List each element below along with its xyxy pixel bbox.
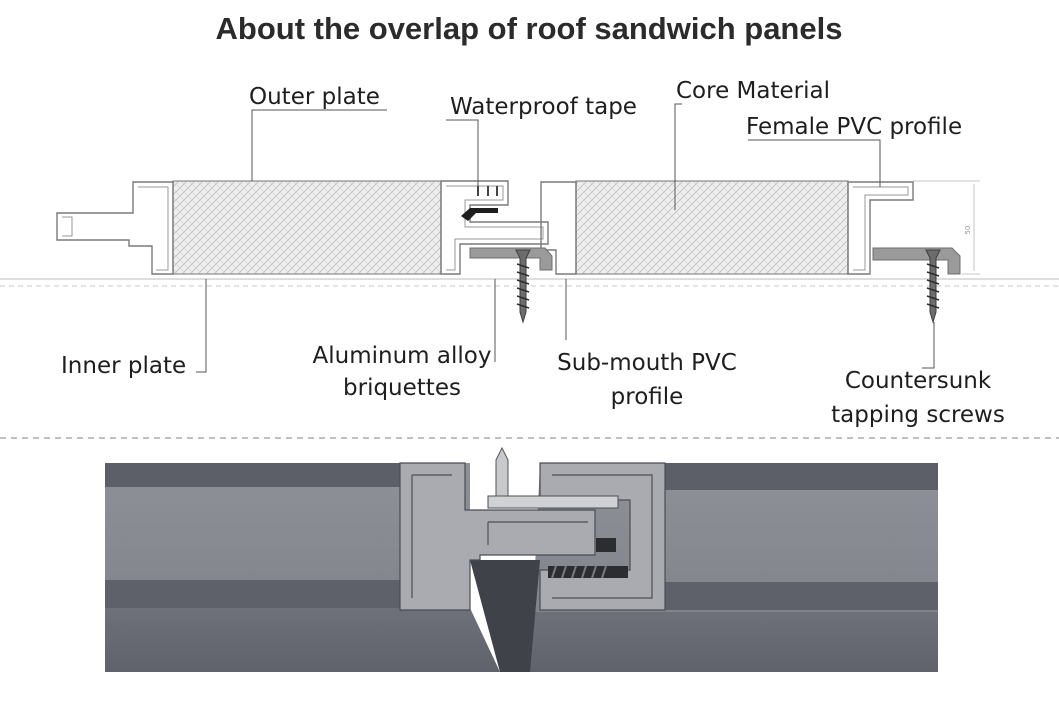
render-screw (495, 446, 509, 497)
leader-countersunk (922, 322, 935, 369)
right-edge-male-profile (440, 180, 549, 275)
render-male-profile-grooves (411, 474, 588, 598)
leader-core-material (674, 103, 682, 210)
render-gap (470, 560, 540, 672)
left-male-pvc-profile (56, 181, 174, 275)
label-inner-plate: Inner plate (61, 353, 186, 379)
diagram-title: About the overlap of roof sandwich panel… (216, 11, 843, 46)
label-aluminum-alloy-line2: briquettes (343, 375, 461, 401)
aluminum-alloy-briquette-right (872, 247, 961, 275)
cross-section-drawing: 50 (0, 103, 1059, 373)
label-countersunk-line2: tapping screws (831, 402, 1005, 428)
render-waterproof-tape (548, 538, 628, 579)
label-core-material: Core Material (676, 78, 830, 104)
leader-inner-plate (196, 279, 207, 373)
right-panel-section: 50 (469, 180, 980, 324)
dimension-value: 50 (964, 226, 972, 235)
female-profile-inner-line (853, 186, 909, 271)
countersunk-screw-left (515, 249, 531, 324)
leader-female-pvc (748, 139, 881, 187)
label-outer-plate: Outer plate (249, 84, 380, 110)
aluminum-alloy-briquette-left (469, 247, 553, 271)
leader-waterproof-tape (446, 119, 479, 186)
waterproof-tape-shape (461, 208, 498, 221)
right-core-material (575, 180, 849, 275)
label-countersunk-line1: Countersunk (845, 368, 992, 394)
male-profile-inner-line (446, 185, 544, 271)
render-aluminum-briquette (487, 495, 619, 509)
render-left-bottom-band (105, 580, 400, 608)
render-left-top-edge (105, 463, 400, 487)
left-profile-inner-line (62, 186, 169, 271)
label-waterproof-tape: Waterproof tape (450, 94, 637, 120)
countersunk-screw-right (925, 249, 941, 324)
label-sub-mouth-line1: Sub-mouth PVC (557, 350, 737, 376)
render-female-profile-grooves (552, 474, 653, 599)
label-sub-mouth-line2: profile (611, 384, 684, 410)
label-aluminum-alloy-line1: Aluminum alloy (313, 343, 492, 369)
leader-outer-plate (251, 109, 387, 181)
render-male-profile (399, 462, 596, 611)
female-pvc-profile-shape (847, 181, 914, 275)
render-right-side (520, 612, 938, 672)
render-right-top-edge (665, 463, 938, 490)
left-panel-section (56, 180, 549, 275)
label-female-pvc-profile: Female PVC profile (746, 114, 962, 140)
render-right-bottom-band (665, 582, 938, 610)
tape-ribs (477, 186, 498, 196)
panel-3d-render (105, 446, 938, 672)
leader-lines (196, 103, 935, 373)
render-left-side (105, 608, 500, 672)
left-core-material (172, 180, 442, 275)
